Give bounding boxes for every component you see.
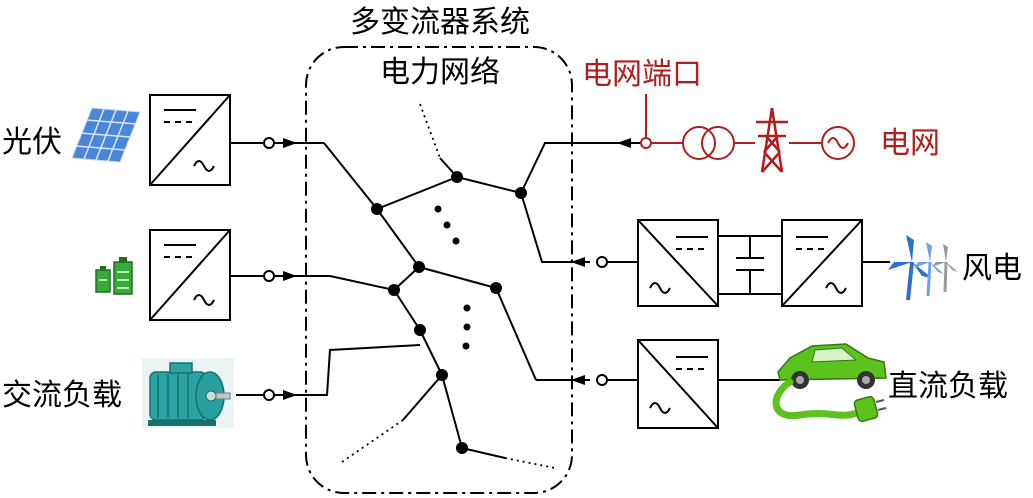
system-title: 多变流器系统 xyxy=(350,5,530,40)
network-boundary xyxy=(305,46,573,494)
grid-chain xyxy=(651,107,855,173)
solar-panel-icon xyxy=(71,107,141,163)
motor-icon xyxy=(142,358,234,428)
network-nodes xyxy=(371,171,527,454)
electric-car-icon xyxy=(772,343,887,423)
grid-label: 电网 xyxy=(880,126,940,161)
ac-source-icon xyxy=(821,126,855,160)
battery-converter xyxy=(149,229,231,321)
dotted-branches xyxy=(341,103,556,469)
ellipsis-dots xyxy=(434,205,471,350)
ac-load-label: 交流负载 xyxy=(2,378,122,413)
battery-icon xyxy=(95,257,133,295)
network-label: 电力网络 xyxy=(380,55,500,90)
wind-turbine-icon xyxy=(888,235,958,301)
network-lines xyxy=(323,142,640,459)
wind-label: 风电 xyxy=(962,251,1022,286)
pv-converter xyxy=(149,94,231,186)
transformer-icon xyxy=(682,126,716,160)
dc-load-converter xyxy=(637,339,719,429)
dc-link-capacitor xyxy=(718,235,782,295)
wind-converter-gen xyxy=(781,219,863,307)
dc-load-label: 直流负载 xyxy=(888,369,1008,404)
grid-port-label: 电网端口 xyxy=(582,57,702,92)
transmission-tower-icon xyxy=(756,107,788,173)
pv-label: 光伏 xyxy=(2,125,62,160)
wind-converter-ac xyxy=(637,219,719,307)
